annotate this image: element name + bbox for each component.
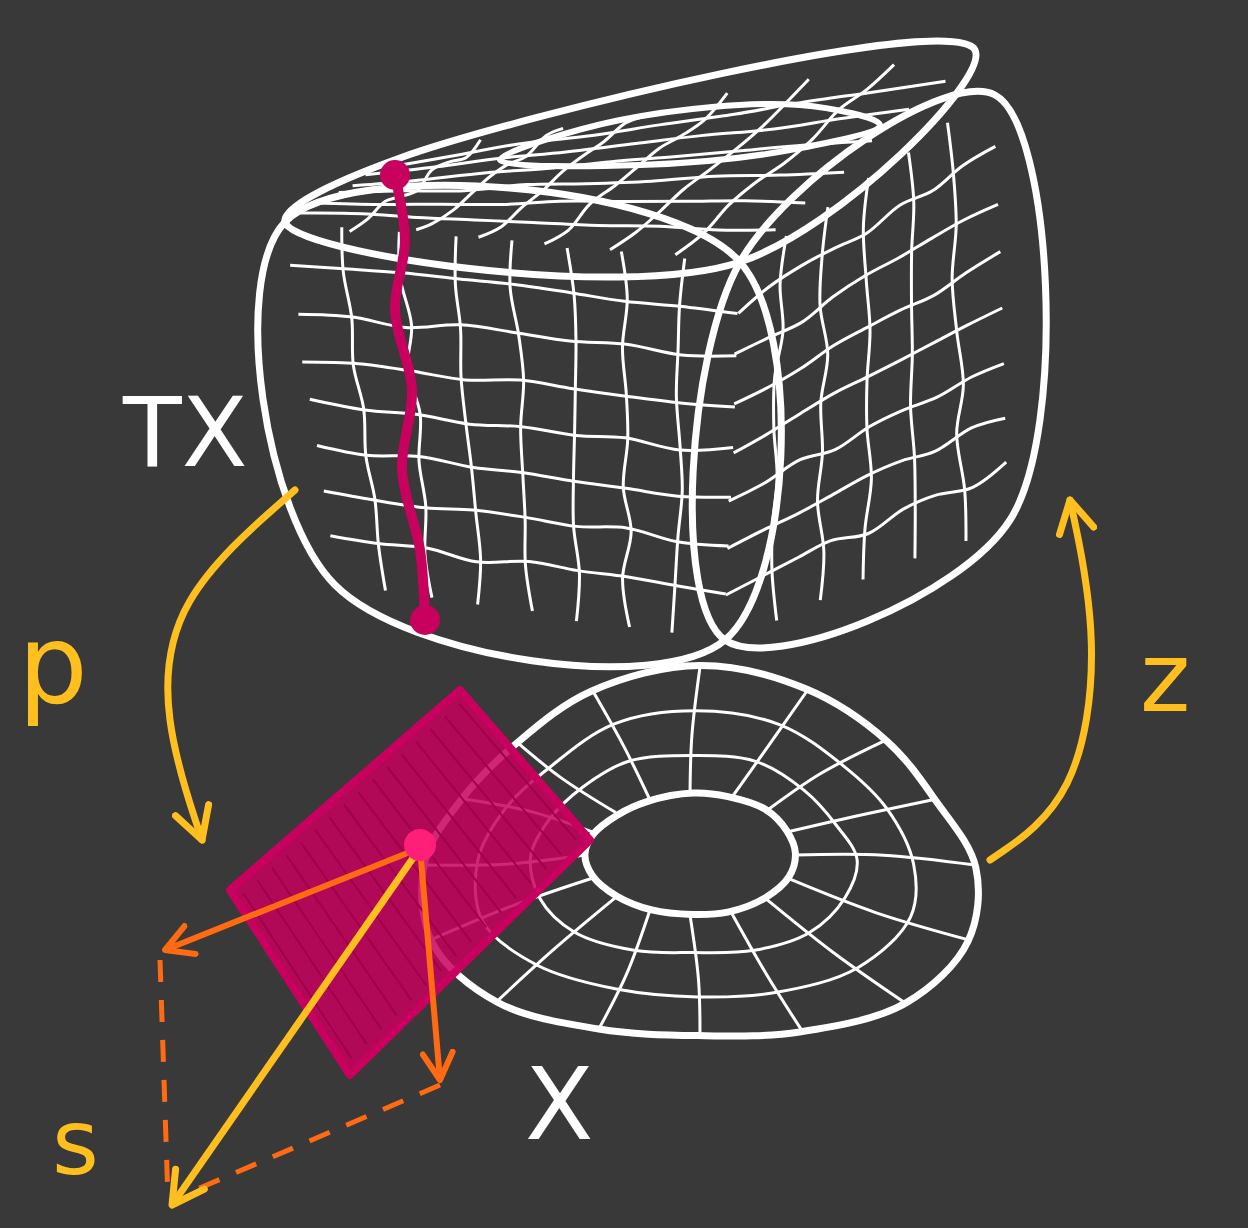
mesh-face <box>285 41 976 277</box>
basis-vector <box>420 848 440 1080</box>
fiber-end <box>410 605 440 635</box>
torus-line <box>764 897 904 1002</box>
hatch <box>445 716 561 854</box>
torus-line <box>795 854 975 865</box>
base-point <box>404 829 436 861</box>
mesh-line <box>738 146 995 313</box>
bundle-fold <box>500 104 880 166</box>
mesh-line <box>310 399 733 450</box>
hatch <box>272 868 381 1030</box>
hatch <box>430 729 546 869</box>
hatch <box>416 742 531 884</box>
torus-line <box>730 910 802 1031</box>
mesh-space: TX <box>295 35 1070 645</box>
mesh-line <box>726 462 1006 595</box>
map-label: p <box>18 610 88 720</box>
torus-line <box>690 915 700 1037</box>
space-label: TX <box>123 385 247 481</box>
mesh-line <box>302 362 735 407</box>
torus-line <box>787 878 970 940</box>
space-label: X <box>525 1055 594 1155</box>
map-label: z <box>1140 630 1190 726</box>
tangent-plane <box>230 690 590 1075</box>
fiber <box>395 175 425 620</box>
torus-line <box>592 690 650 800</box>
torus-line <box>690 667 700 795</box>
mesh-line <box>727 418 1005 548</box>
mesh-line <box>455 236 481 604</box>
hatch <box>387 767 501 913</box>
mesh-line <box>672 258 685 632</box>
mesh-line <box>734 308 1003 453</box>
section-vector <box>172 848 420 1205</box>
dashed-line <box>160 960 168 1200</box>
torus-line <box>764 741 885 813</box>
mesh-line <box>298 314 736 356</box>
torus-line <box>598 910 650 1031</box>
section-label: s <box>52 1098 99 1188</box>
hatch <box>301 843 412 1001</box>
map-arrow <box>168 490 295 840</box>
mesh-space: X <box>230 690 990 1120</box>
torus-line <box>730 690 808 800</box>
hatch <box>459 704 576 840</box>
torus-line <box>787 799 938 832</box>
fiber-end <box>380 160 410 190</box>
mesh-outline <box>285 41 976 277</box>
hatch <box>402 754 516 898</box>
mesh-line <box>317 446 731 498</box>
hatch <box>373 779 486 927</box>
map-arrow <box>990 500 1091 860</box>
mesh-line <box>330 536 725 594</box>
mesh-line <box>324 491 729 546</box>
